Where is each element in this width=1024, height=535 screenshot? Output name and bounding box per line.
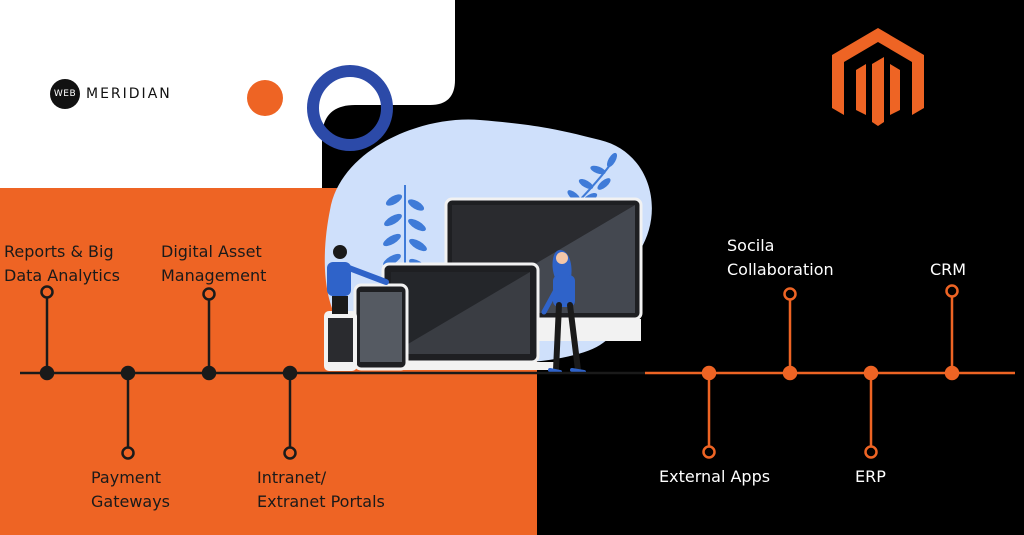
person-man-illustration (327, 245, 389, 314)
magento-icon (832, 28, 924, 126)
logo-wordmark: MERIDIAN (86, 86, 172, 102)
label-payment-gateways: Payment Gateways (91, 468, 171, 511)
tablet-illustration (353, 283, 409, 371)
label-intranet-extranet-portals: Intranet/ Extranet Portals (257, 468, 385, 511)
timeline-left-markers (39, 285, 298, 460)
logo-badge: WEB (50, 79, 80, 109)
label-crm: CRM (930, 260, 967, 279)
white-panel (0, 0, 455, 188)
person-woman-illustration (541, 250, 586, 374)
label-socila-collaboration: Socila Collaboration (727, 236, 834, 279)
label-erp: ERP (855, 467, 886, 486)
phone-illustration (324, 311, 357, 371)
blue-ring-decoration (307, 65, 393, 151)
timeline-right-markers (701, 284, 960, 459)
label-reports-big-data: Reports & Big Data Analytics (4, 242, 120, 285)
laptop-illustration (368, 262, 556, 370)
orange-dot-decoration (247, 80, 283, 116)
web-meridian-logo: WEB MERIDIAN (50, 78, 172, 110)
label-external-apps: External Apps (659, 467, 771, 486)
label-digital-asset-management: Digital Asset Management (161, 242, 267, 285)
